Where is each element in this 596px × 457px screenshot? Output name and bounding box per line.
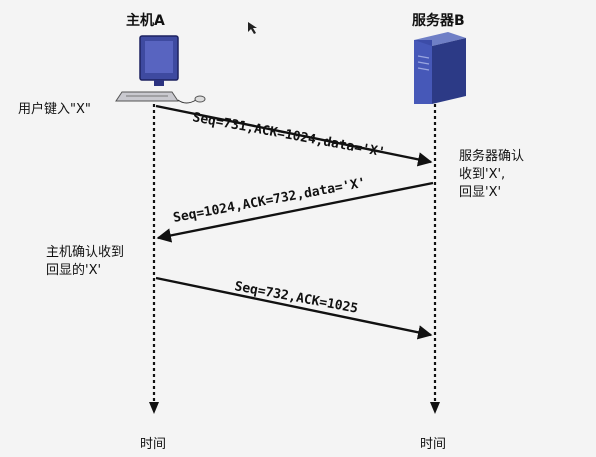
host-note-line-1: 主机确认收到 [46, 245, 124, 260]
message-label-2: Seq=1024,ACK=732,data='X' [172, 176, 367, 226]
message-arrow-3 [155, 276, 433, 340]
server-b-time-arrow [430, 402, 440, 414]
message-arrow-2 [156, 181, 434, 243]
host-a-label: 主机A [126, 12, 165, 29]
server-b-label: 服务器B [412, 12, 465, 29]
message-arrow-1 [155, 104, 433, 167]
computer-icon [115, 35, 206, 104]
host-a-time-label: 时间 [140, 437, 166, 452]
user-input-note: 用户键入"X" [18, 101, 91, 117]
host-a-time-arrow [149, 402, 159, 414]
server-note-line-2: 收到'X', [459, 167, 505, 182]
mouse-cursor-icon [248, 22, 257, 34]
host-note-line-2: 回显的'X' [46, 262, 101, 278]
server-icon [414, 32, 466, 104]
server-note-line-3: 回显'X' [459, 185, 501, 200]
message-label-1: Seq=731,ACK=1024,data='X' [191, 110, 386, 160]
server-b-time-label: 时间 [420, 437, 446, 452]
server-note-line-1: 服务器确认 [459, 148, 524, 164]
